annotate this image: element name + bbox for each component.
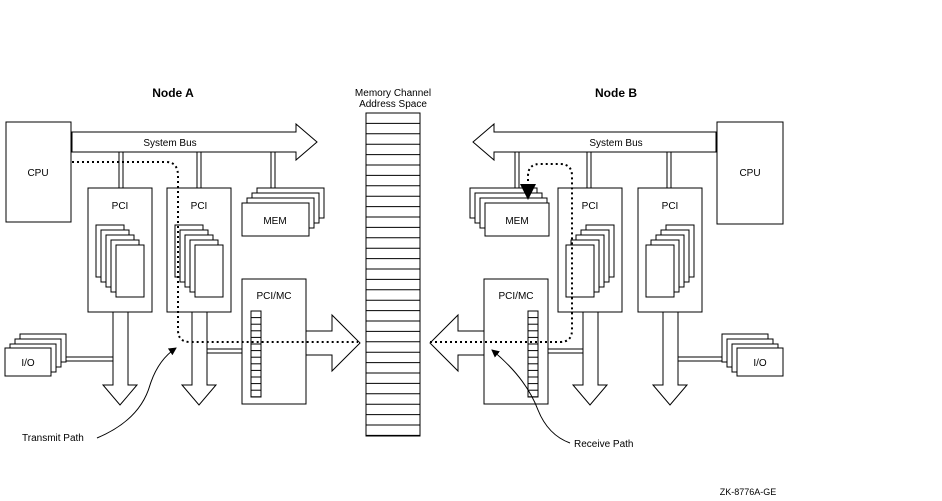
mem-a-label: MEM [263, 216, 286, 227]
mem-b-label: MEM [505, 216, 528, 227]
io-b-label: I/O [753, 358, 767, 369]
cpu-a-label: CPU [27, 168, 48, 179]
transmit-path-pointer [96, 347, 177, 439]
pci-b2-label: PCI [662, 201, 679, 212]
receive-path-pointer [491, 349, 571, 444]
transmit-path-line [72, 161, 358, 343]
mem-b: MEM [469, 187, 550, 237]
mem-a: MEM [241, 187, 325, 237]
pci-b1-down-arrow [571, 311, 609, 406]
pci-mc-b-label: PCI/MC [499, 291, 534, 302]
io-a: I/O [4, 333, 67, 377]
node-b-title: Node B [595, 86, 637, 100]
memory-channel-title-line1: Memory Channel [355, 88, 431, 99]
memory-channel-title-line2: Address Space [359, 99, 427, 110]
pci-a1-down-arrow [101, 311, 139, 406]
memory-channel-address-space [365, 112, 421, 437]
system-bus-a-label: System Bus [143, 138, 196, 149]
node-b: System Bus CPU MEM PCI [429, 121, 784, 450]
io-b: I/O [721, 333, 784, 377]
pci-b1: PCI [557, 187, 623, 313]
pci-b2: PCI [637, 187, 703, 313]
pci-a1: PCI [87, 187, 153, 313]
system-bus-b: System Bus [472, 122, 717, 162]
system-bus-a: System Bus [71, 122, 318, 162]
pci-a2: PCI [166, 187, 232, 313]
pci-mc-a: PCI/MC [241, 278, 307, 405]
cpu-a: CPU [5, 121, 72, 223]
cpu-b: CPU [716, 121, 784, 225]
pci-a1-label: PCI [112, 201, 129, 212]
pci-b1-label: PCI [582, 201, 599, 212]
io-a-label: I/O [21, 358, 35, 369]
figure-id: ZK-8776A-GE [720, 487, 777, 497]
receive-path-label: Receive Path [574, 439, 633, 450]
node-a-title: Node A [152, 86, 194, 100]
pci-a2-label: PCI [191, 201, 208, 212]
transmit-path-label: Transmit Path [22, 433, 84, 444]
system-bus-b-label: System Bus [589, 138, 642, 149]
node-a: System Bus CPU PCI PCI [4, 121, 361, 444]
pci-mc-b: PCI/MC [483, 278, 549, 405]
pci-b2-down-arrow [651, 311, 689, 406]
cpu-b-label: CPU [739, 168, 760, 179]
pci-mc-a-label: PCI/MC [257, 291, 292, 302]
pci-a2-down-arrow [180, 311, 218, 406]
